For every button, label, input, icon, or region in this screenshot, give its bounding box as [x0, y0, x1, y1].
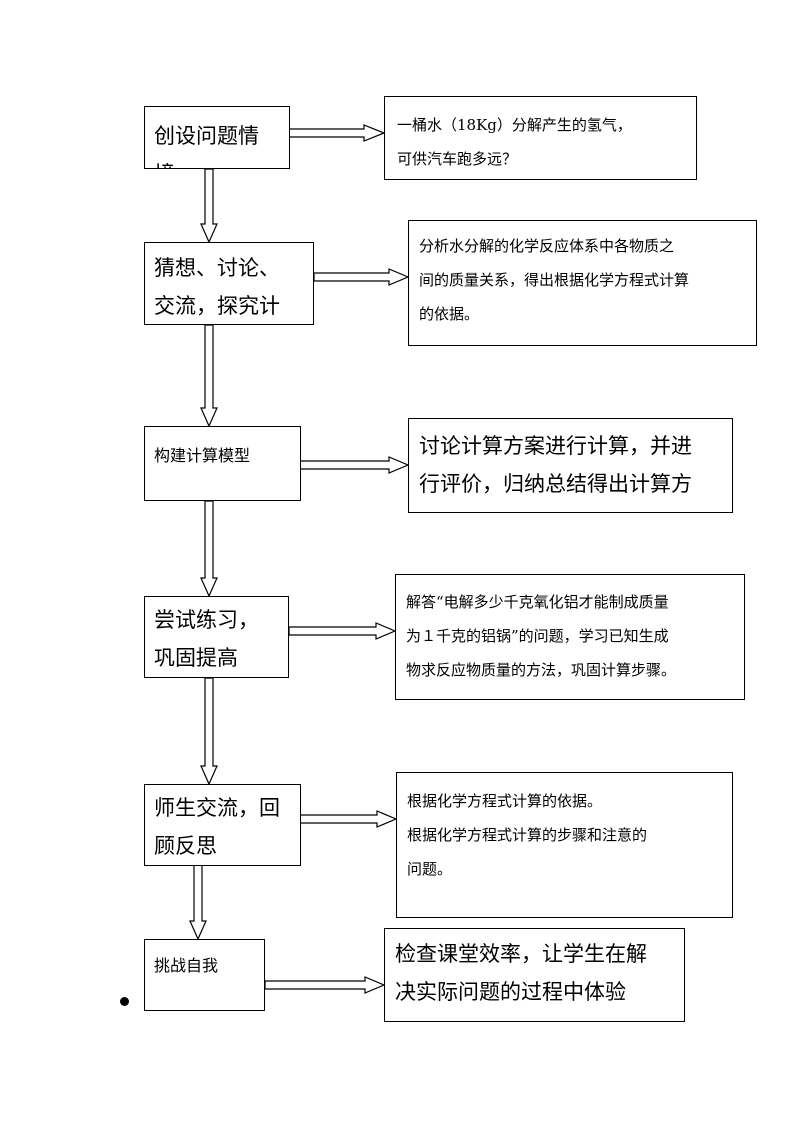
arrow-right-6	[264, 976, 386, 994]
description-text: 讨论计算方案进行计算，并进 行评价，归纳总结得出计算方	[419, 434, 692, 496]
arrow-right-5	[299, 810, 398, 828]
step-label: 挑战自我	[154, 956, 219, 975]
description-box-3: 讨论计算方案进行计算，并进 行评价，归纳总结得出计算方	[408, 418, 733, 513]
step-label: 尝试练习， 巩固提高	[154, 608, 259, 670]
description-box-1: 一桶水（18Kg）分解产生的氢气， 可供汽车跑多远？	[384, 96, 697, 180]
bullet-dot	[120, 997, 129, 1006]
step-label: 师生交流，回 顾反思	[154, 796, 280, 858]
description-box-4: 解答“电解多少千克氧化铝才能制成质量 为１千克的铝锅”的问题，学习已知生成 物求…	[395, 574, 745, 700]
step-box-guess-discuss: 猜想、讨论、 交流，探究计	[144, 242, 314, 325]
description-text: 一桶水（18Kg）分解产生的氢气， 可供汽车跑多远？	[397, 116, 632, 168]
arrow-down-4	[200, 677, 218, 786]
step-box-challenge: 挑战自我	[144, 939, 265, 1011]
description-box-2: 分析水分解的化学反应体系中各物质之 间的质量关系，得出根据化学方程式计算 的依据…	[408, 220, 757, 346]
step-label: 猜想、讨论、 交流，探究计	[154, 256, 280, 318]
arrow-right-4	[288, 622, 397, 640]
description-box-5: 根据化学方程式计算的依据。 根据化学方程式计算的步骤和注意的 问题。	[396, 772, 733, 918]
description-text: 分析水分解的化学反应体系中各物质之 间的质量关系，得出根据化学方程式计算 的依据…	[419, 237, 690, 323]
step-label: 创设问题情 境	[154, 124, 259, 168]
arrow-down-3	[200, 500, 218, 598]
step-box-practice: 尝试练习， 巩固提高	[144, 596, 289, 678]
description-text: 根据化学方程式计算的依据。 根据化学方程式计算的步骤和注意的 问题。	[407, 792, 648, 878]
step-box-reflect: 师生交流，回 顾反思	[144, 784, 301, 866]
step-box-create-problem: 创设问题情 境	[144, 106, 290, 169]
arrow-down-5	[189, 864, 207, 941]
step-box-build-model: 构建计算模型	[144, 426, 301, 501]
arrow-down-2	[200, 324, 218, 428]
description-text: 检查课堂效率，让学生在解 决实际问题的过程中体验	[395, 942, 647, 1004]
arrow-right-1	[288, 124, 386, 142]
description-box-6: 检查课堂效率，让学生在解 决实际问题的过程中体验	[384, 928, 685, 1022]
description-text: 解答“电解多少千克氧化铝才能制成质量 为１千克的铝锅”的问题，学习已知生成 物求…	[406, 593, 677, 679]
arrow-right-2	[313, 268, 410, 286]
arrow-down-1	[200, 168, 218, 244]
arrow-right-3	[299, 456, 410, 474]
step-label: 构建计算模型	[154, 446, 251, 465]
